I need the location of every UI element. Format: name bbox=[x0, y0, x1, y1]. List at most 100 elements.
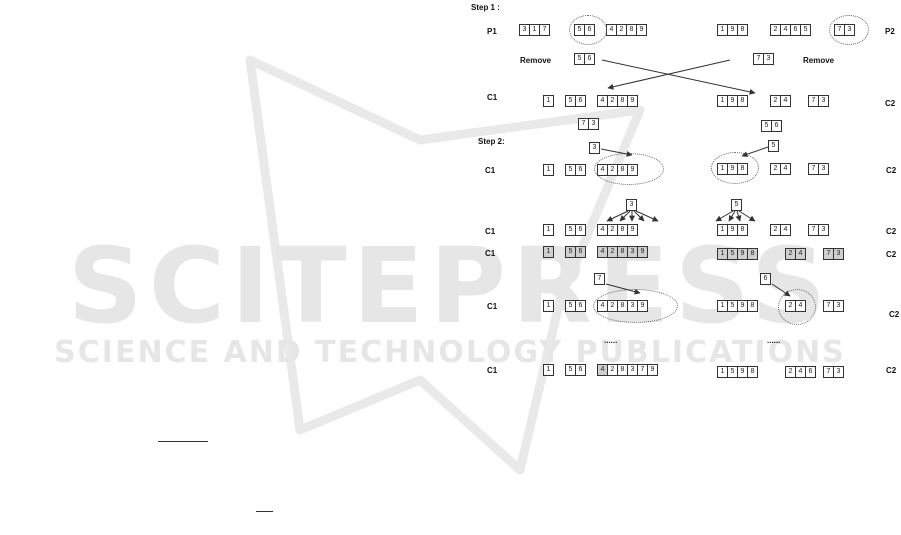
c1-label: C1 bbox=[487, 302, 498, 311]
gene-cell: 6 bbox=[771, 120, 782, 132]
gene-cell: 7 bbox=[539, 24, 550, 36]
watermark-big-text: SCITEPRESS bbox=[68, 225, 832, 347]
gene-cell: 9 bbox=[627, 224, 638, 236]
gene-cell: 9 bbox=[636, 24, 647, 36]
position-arrow bbox=[738, 210, 756, 222]
position-arrow bbox=[619, 210, 631, 222]
gene-group: 6 bbox=[760, 273, 771, 285]
gene-group: 7 bbox=[594, 273, 605, 285]
gene-cell: 1 bbox=[543, 246, 554, 258]
highlight-ellipse bbox=[711, 152, 759, 184]
gene-group: 1 bbox=[543, 224, 554, 236]
gene-group: 1 bbox=[543, 95, 554, 107]
gene-cell: 1 bbox=[543, 95, 554, 107]
c2-label: C2 bbox=[886, 227, 897, 236]
gene-cell: 8 bbox=[747, 248, 758, 260]
gene-cell: 8 bbox=[747, 300, 758, 312]
gene-cell: 4 bbox=[780, 163, 791, 175]
gene-cell: 5 bbox=[768, 140, 779, 152]
ellipsis: ...... bbox=[767, 336, 781, 345]
remove-label: Remove bbox=[520, 56, 552, 65]
c1-label: C1 bbox=[485, 166, 496, 175]
gene-group: 1 bbox=[543, 364, 554, 376]
gene-group: 5 bbox=[768, 140, 779, 152]
remove-label: Remove bbox=[803, 56, 835, 65]
c2-label: C2 bbox=[886, 250, 897, 259]
gene-cell: 8 bbox=[737, 224, 748, 236]
gene-cell: 3 bbox=[833, 248, 844, 260]
highlight-ellipse bbox=[829, 15, 869, 45]
crossover-arrow bbox=[601, 59, 756, 95]
gene-cell: 6 bbox=[575, 300, 586, 312]
position-arrow bbox=[633, 210, 645, 222]
crossover-arrow bbox=[607, 59, 731, 90]
watermark-small-text: SCIENCE AND TECHNOLOGY PUBLICATIONS bbox=[54, 335, 846, 370]
insert-arrow bbox=[605, 283, 641, 295]
insert-arrow bbox=[741, 146, 769, 158]
c1-label: C1 bbox=[485, 249, 496, 258]
highlight-ellipse bbox=[569, 15, 607, 45]
gene-cell: 8 bbox=[747, 366, 758, 378]
gene-cell: 1 bbox=[543, 224, 554, 236]
gene-cell: 3 bbox=[818, 95, 829, 107]
c2-label: C2 bbox=[886, 166, 897, 175]
gene-group: 3 bbox=[626, 199, 637, 211]
gene-cell: 6 bbox=[805, 366, 816, 378]
gene-cell: 6 bbox=[575, 95, 586, 107]
gene-cell: 5 bbox=[800, 24, 811, 36]
position-arrow bbox=[728, 210, 736, 222]
highlight-ellipse bbox=[778, 289, 816, 325]
gene-cell: 7 bbox=[594, 273, 605, 285]
gene-cell: 9 bbox=[627, 95, 638, 107]
p1-label: P1 bbox=[487, 27, 497, 36]
position-arrow bbox=[715, 210, 734, 222]
step-1-label: Step 1 : bbox=[471, 3, 500, 12]
c1-label: C1 bbox=[485, 227, 496, 236]
gene-cell: 6 bbox=[575, 224, 586, 236]
gene-cell: 4 bbox=[780, 95, 791, 107]
step-2-label: Step 2: bbox=[478, 137, 505, 146]
position-arrow bbox=[735, 210, 742, 222]
gene-cell: 3 bbox=[588, 118, 599, 130]
gene-cell: 8 bbox=[737, 24, 748, 36]
gene-cell: 3 bbox=[818, 224, 829, 236]
gene-group: 3 bbox=[589, 142, 600, 154]
gene-cell: 5 bbox=[731, 199, 742, 211]
fraction-bar bbox=[158, 441, 208, 442]
gene-cell: 1 bbox=[543, 364, 554, 376]
gene-cell: 6 bbox=[584, 53, 595, 65]
c2-label: C2 bbox=[885, 99, 896, 108]
position-arrow bbox=[635, 210, 659, 222]
gene-cell: 1 bbox=[543, 164, 554, 176]
insert-arrow bbox=[600, 148, 633, 157]
gene-group: 1 bbox=[543, 164, 554, 176]
ellipsis: ...... bbox=[604, 336, 618, 345]
gene-cell: 1 bbox=[543, 300, 554, 312]
gene-cell: 3 bbox=[818, 163, 829, 175]
